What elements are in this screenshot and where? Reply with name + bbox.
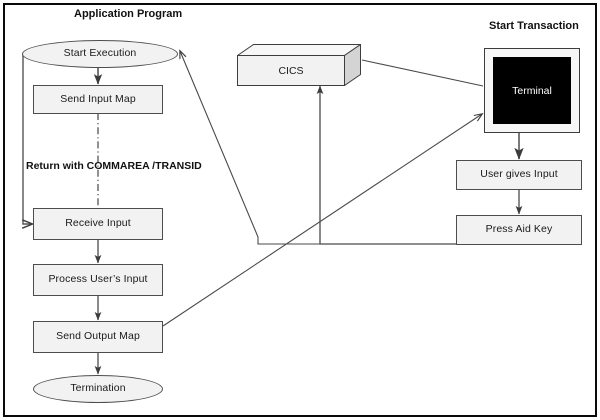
node-cics[interactable]: CICS <box>235 43 363 87</box>
node-start-execution[interactable]: Start Execution <box>22 40 178 68</box>
title-start-transaction: Start Transaction <box>489 20 579 32</box>
terminal-screen: Terminal <box>493 57 571 124</box>
title-application-program: Application Program <box>74 8 183 20</box>
node-send-output-map[interactable]: Send Output Map <box>33 321 163 353</box>
cics-3d-shape <box>235 43 363 87</box>
cics-label: CICS <box>278 64 304 77</box>
node-terminal[interactable]: Terminal <box>484 48 580 133</box>
node-receive-input[interactable]: Receive Input <box>33 208 163 240</box>
cics-front-face: CICS <box>237 55 345 86</box>
node-process-users-input[interactable]: Process User’s Input <box>33 264 163 296</box>
node-press-aid-key[interactable]: Press Aid Key <box>456 215 582 245</box>
node-termination[interactable]: Termination <box>33 375 163 403</box>
edge-label-return-commarea: Return with COMMAREA /TRANSID <box>26 160 202 172</box>
node-user-gives-input[interactable]: User gives Input <box>456 160 582 190</box>
node-send-input-map[interactable]: Send Input Map <box>33 85 163 114</box>
terminal-label: Terminal <box>512 84 552 97</box>
